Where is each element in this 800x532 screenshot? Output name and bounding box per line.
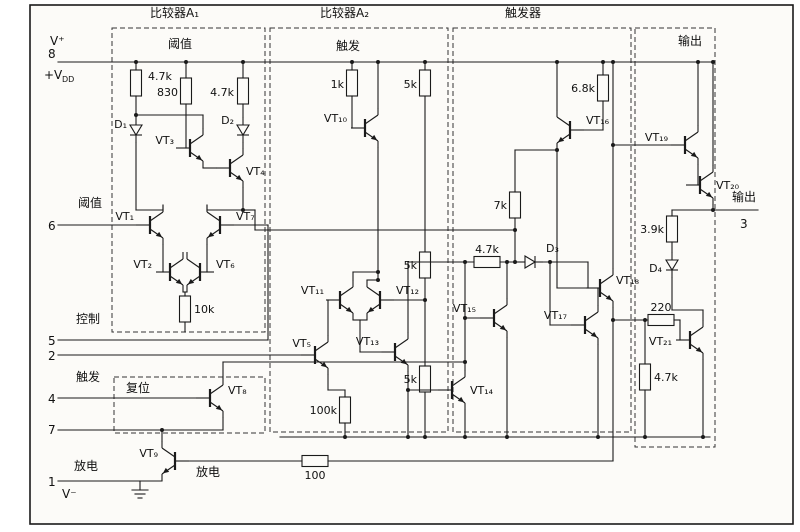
pin-vplus-label: V⁺ <box>50 34 65 48</box>
section-title-comparator-a2: 比较器A₂ <box>320 5 369 20</box>
pin-vdd-label: +V <box>44 68 63 82</box>
pin-2-number: 2 <box>48 349 56 363</box>
labels: 比较器A₁ 比较器A₂ 触发器 输出 阈值 触发 复位 放电 V⁺ 8 +V D… <box>44 5 756 501</box>
label-r-4k7-a1-right: 4.7k <box>210 86 234 99</box>
label-r-4k7-a1-left: 4.7k <box>148 70 172 83</box>
comparator-a1-box <box>111 27 266 333</box>
label-vt15: VT₁₅ <box>453 302 476 315</box>
pin-trigger-label: 触发 <box>76 369 100 384</box>
pin-discharge-label: 放电 <box>74 458 98 473</box>
label-r-6k8: 6.8k <box>571 82 595 95</box>
label-r-100k: 100k <box>310 404 338 417</box>
pin-threshold-label: 阈值 <box>78 195 102 210</box>
pin-1-number: 1 <box>48 475 56 489</box>
sublabel-threshold: 阈值 <box>168 36 192 51</box>
label-r-5k-top: 5k <box>404 78 418 91</box>
label-vt21: VT₂₁ <box>649 335 672 348</box>
label-d1: D₁ <box>114 118 127 131</box>
label-r-7k: 7k <box>494 199 508 212</box>
pin-7-number: 7 <box>48 423 56 437</box>
label-vt4: VT₄ <box>246 165 265 178</box>
label-d3: D₃ <box>546 242 559 255</box>
label-vt7: VT₇ <box>236 210 255 223</box>
pin-3-number: 3 <box>740 217 748 231</box>
label-vt19: VT₁₉ <box>645 131 668 144</box>
sublabel-discharge: 放电 <box>196 464 220 479</box>
label-r-10k: 10k <box>194 303 215 316</box>
pin-6-number: 6 <box>48 219 56 233</box>
pin-4-number: 4 <box>48 392 56 406</box>
sublabel-reset: 复位 <box>126 380 150 395</box>
section-title-output: 输出 <box>678 33 702 48</box>
label-r-830: 830 <box>157 86 178 99</box>
reset-box <box>113 376 266 434</box>
pin-output-label: 输出 <box>732 189 756 204</box>
label-r-3k9: 3.9k <box>640 223 664 236</box>
pin-vminus-label: V⁻ <box>62 487 77 501</box>
label-vt16: VT₁₆ <box>586 114 610 127</box>
label-r-5k-bottom: 5k <box>404 373 418 386</box>
label-vt10: VT₁₀ <box>324 112 348 125</box>
label-r-1k: 1k <box>331 78 345 91</box>
label-vt17: VT₁₇ <box>544 309 567 322</box>
label-vt1: VT₁ <box>115 210 134 223</box>
pin-5-number: 5 <box>48 334 56 348</box>
label-vt9: VT₉ <box>139 447 158 460</box>
label-vt6: VT₆ <box>216 258 235 271</box>
ground-symbol <box>131 480 149 499</box>
section-title-comparator-a1: 比较器A₁ <box>150 5 199 20</box>
junction-dots <box>134 60 715 439</box>
label-vt3: VT₃ <box>155 134 174 147</box>
pin-control-label: 控制 <box>76 312 100 326</box>
pin-vdd-subscript: DD <box>62 75 74 84</box>
label-vt13: VT₁₃ <box>356 335 379 348</box>
label-r-100: 100 <box>305 469 326 482</box>
label-d2: D₂ <box>221 114 234 127</box>
label-r-220: 220 <box>651 301 672 314</box>
section-title-flipflop: 触发器 <box>505 5 541 20</box>
label-r-5k-mid: 5k <box>404 259 418 272</box>
label-vt8: VT₈ <box>228 384 247 397</box>
label-d4: D₄ <box>649 262 662 275</box>
label-r-4k7-output: 4.7k <box>654 371 678 384</box>
label-vt11: VT₁₁ <box>301 284 324 297</box>
output-box <box>634 27 716 448</box>
sublabel-trigger: 触发 <box>336 38 360 53</box>
label-vt5: VT₅ <box>292 337 311 350</box>
label-vt12: VT₁₂ <box>396 284 419 297</box>
label-vt20: VT₂₀ <box>716 179 740 192</box>
label-r-4k7-ff: 4.7k <box>475 243 499 256</box>
pin-8-number: 8 <box>48 47 56 61</box>
label-vt2: VT₂ <box>133 258 152 271</box>
label-vt14: VT₁₄ <box>470 384 494 397</box>
label-vt18: VT₁₈ <box>616 274 640 287</box>
